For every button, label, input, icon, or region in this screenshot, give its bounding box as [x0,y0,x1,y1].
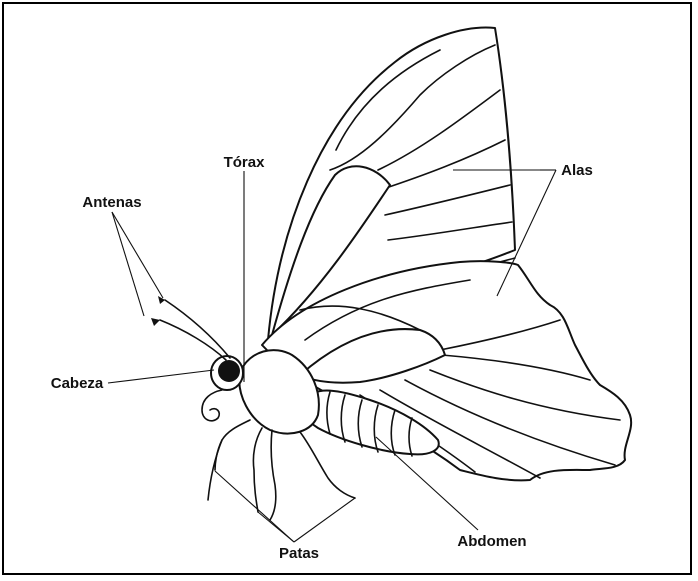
eye [218,360,240,382]
antennae [151,296,230,360]
label-cabeza: Cabeza [51,375,104,392]
proboscis [202,390,222,421]
label-abdomen: Abdomen [457,533,526,550]
label-alas: Alas [561,162,593,179]
label-torax: Tórax [224,154,266,171]
label-patas: Patas [279,545,319,562]
label-antenas: Antenas [82,194,141,211]
head [211,356,243,390]
